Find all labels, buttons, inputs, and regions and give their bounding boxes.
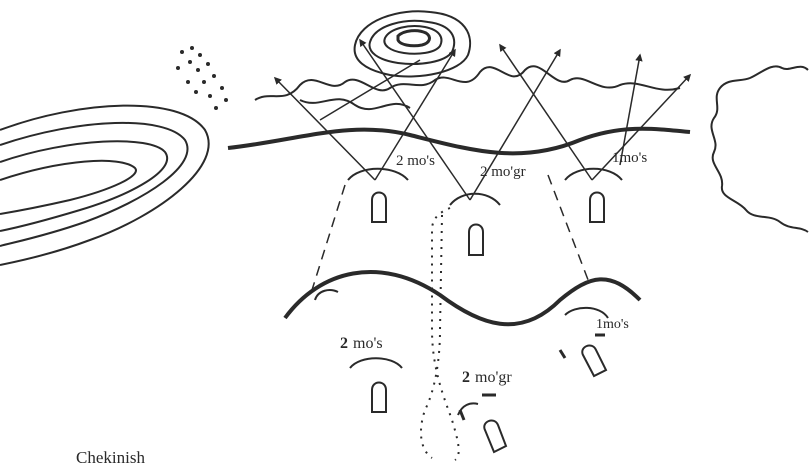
unit-marker-front-left [372,193,386,223]
label-front-center: 2 mo'gr [480,164,526,180]
unit-marker-front-right [590,193,604,223]
second-line [285,272,640,324]
unit-marker-rear-center [484,421,506,452]
fire-arrow-5 [500,45,592,180]
tree-outline [711,66,808,232]
front-unit-markers [372,193,604,256]
label-rear-left-unit: mo's [353,335,383,352]
unit-marker-rear-left [372,383,386,413]
label-rear-right: 1mo's [596,317,629,332]
label-front-right: 1mo's [612,150,647,166]
rear-unit-markers [372,346,606,452]
label-rear-left-number: 2 [340,335,348,352]
label-rear-center-number: 2 [462,369,470,386]
unit-marker-rear-right [582,346,606,376]
unit-marker-front-center [469,225,483,256]
wire-obstacles [255,66,680,109]
left-terrain-contours [0,106,209,265]
dotted-route [421,208,459,460]
label-front-left: 2 mo's [396,153,435,169]
hill-contours [355,11,471,76]
caption: Chekinish [76,448,145,466]
fire-arrow-8 [620,55,640,165]
label-rear-center-unit: mo'gr [475,369,512,386]
dotted-cluster [176,46,228,110]
